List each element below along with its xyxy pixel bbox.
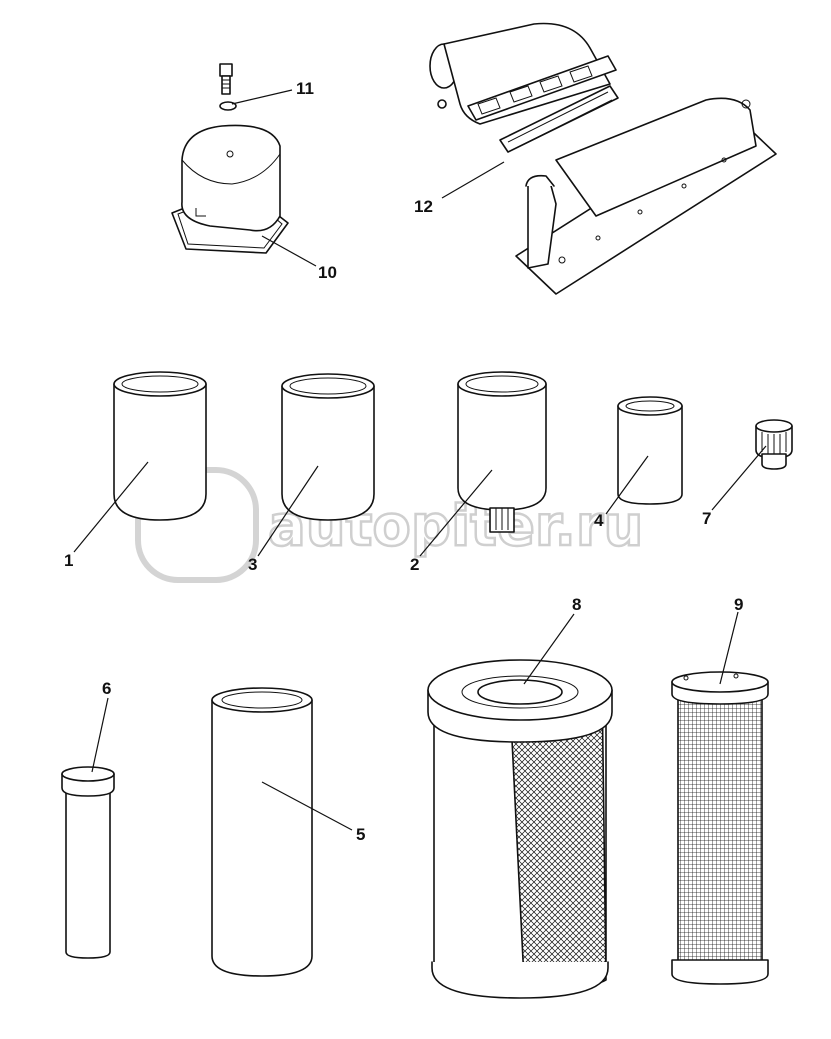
callout-9: 9 xyxy=(734,595,743,614)
leader-9 xyxy=(719,611,739,685)
callout-5: 5 xyxy=(356,825,365,844)
part-2-filter xyxy=(457,371,547,533)
leader-8 xyxy=(523,613,575,685)
callout-4: 4 xyxy=(594,511,604,530)
callout-8: 8 xyxy=(572,595,581,614)
callout-12: 12 xyxy=(414,197,433,216)
leader-3 xyxy=(257,465,319,557)
leader-1 xyxy=(73,461,149,553)
callout-7: 7 xyxy=(702,509,711,528)
leader-12 xyxy=(441,161,505,199)
part-12-manifold xyxy=(429,22,777,295)
part-5-filter xyxy=(211,687,313,977)
leader-4 xyxy=(605,455,649,515)
part-3-filter xyxy=(281,373,375,521)
leader-7 xyxy=(711,445,767,511)
leader-6 xyxy=(91,697,109,773)
callout-3: 3 xyxy=(248,555,257,574)
part-1-filter xyxy=(113,371,207,521)
leader-lines xyxy=(73,89,767,831)
part-10-cover xyxy=(171,124,289,254)
leader-10 xyxy=(261,235,317,267)
callout-6: 6 xyxy=(102,679,111,698)
leader-5 xyxy=(261,781,353,831)
watermark: autopiter.ru xyxy=(135,467,645,583)
leader-11 xyxy=(231,89,293,105)
callout-2: 2 xyxy=(410,555,419,574)
part-8-air-filter xyxy=(427,659,613,999)
part-6-element xyxy=(61,766,115,959)
leader-2 xyxy=(419,469,493,557)
callout-1: 1 xyxy=(64,551,73,570)
callouts: 11 10 12 1 3 2 4 7 6 5 8 9 xyxy=(64,79,743,844)
part-9-safety-filter xyxy=(671,671,769,985)
callout-11: 11 xyxy=(296,79,314,98)
part-7-cap xyxy=(755,419,793,470)
part-4-filter xyxy=(617,396,683,505)
callout-10: 10 xyxy=(318,263,337,282)
